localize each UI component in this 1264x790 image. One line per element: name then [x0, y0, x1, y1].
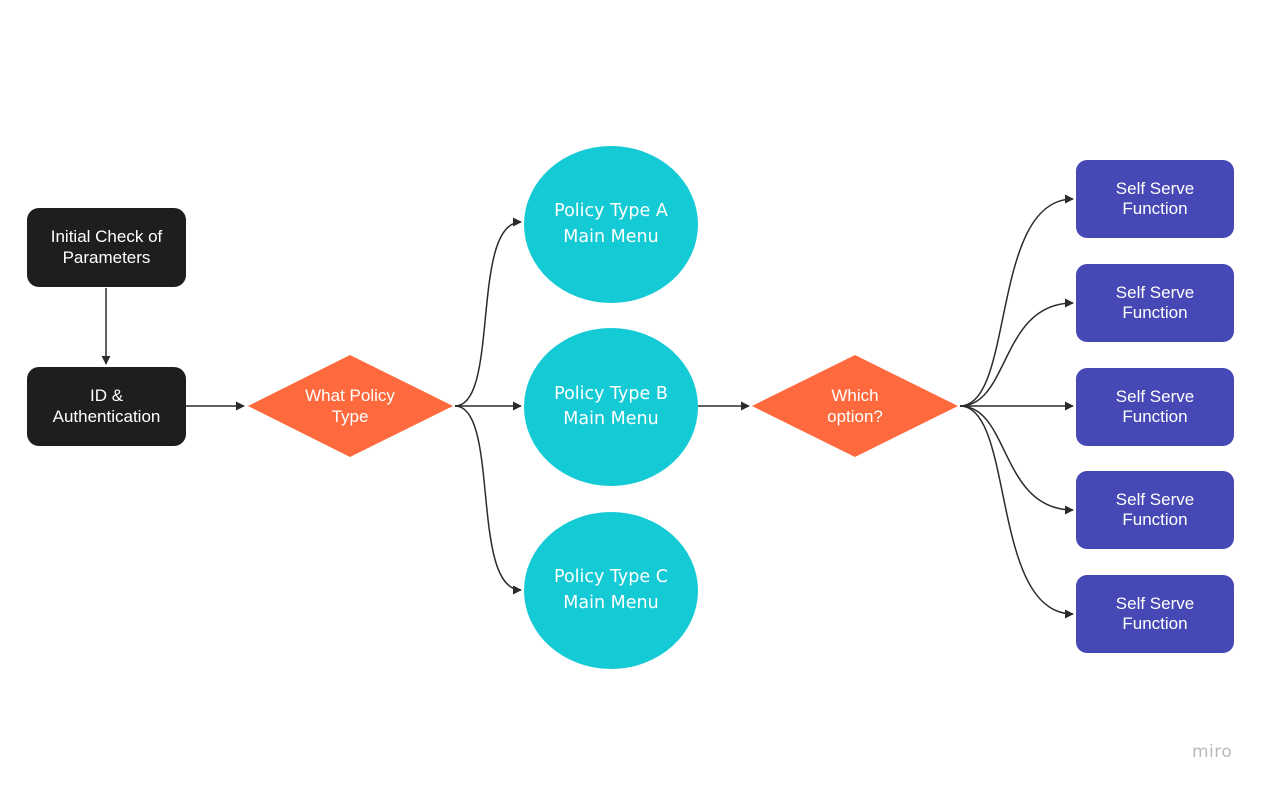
- which-option-label: Which option?: [827, 385, 883, 426]
- edge-what-policy-to-c: [454, 405, 522, 595]
- edge-option-to-ss5: [959, 405, 1074, 619]
- id-authentication-label: ID & Authentication: [52, 386, 161, 426]
- decision-which-option-shape: [752, 355, 958, 457]
- what-policy-decision[interactable]: What Policy Type: [285, 370, 415, 442]
- self-serve-function-label: Self Serve Function: [1115, 282, 1195, 322]
- edge-option-to-ss2: [959, 298, 1074, 407]
- decision-what-policy-shape: [248, 355, 453, 457]
- policy-type-b-label: Policy Type B Main Menu: [554, 383, 668, 429]
- which-option-decision[interactable]: Which option?: [800, 370, 910, 442]
- policy-type-a-node[interactable]: Policy Type A Main Menu: [524, 146, 698, 303]
- self-serve-function-label: Self Serve Function: [1115, 489, 1195, 529]
- self-serve-function-node-2[interactable]: Self Serve Function: [1076, 264, 1234, 342]
- initial-check-node[interactable]: Initial Check of Parameters: [27, 208, 186, 287]
- what-policy-label: What Policy Type: [305, 385, 395, 426]
- self-serve-function-label: Self Serve Function: [1115, 178, 1195, 218]
- policy-type-a-label: Policy Type A Main Menu: [554, 201, 668, 247]
- self-serve-function-node-1[interactable]: Self Serve Function: [1076, 160, 1234, 238]
- id-authentication-node[interactable]: ID & Authentication: [27, 367, 186, 446]
- self-serve-function-node-5[interactable]: Self Serve Function: [1076, 575, 1234, 653]
- policy-type-c-label: Policy Type C Main Menu: [554, 567, 668, 613]
- self-serve-function-label: Self Serve Function: [1115, 386, 1195, 426]
- policy-type-c-node[interactable]: Policy Type C Main Menu: [524, 512, 698, 669]
- self-serve-function-node-4[interactable]: Self Serve Function: [1076, 471, 1234, 549]
- policy-type-b-node[interactable]: Policy Type B Main Menu: [524, 328, 698, 486]
- edge-what-policy-to-a: [454, 217, 522, 407]
- self-serve-function-node-3[interactable]: Self Serve Function: [1076, 368, 1234, 446]
- edge-option-to-ss1: [959, 194, 1074, 407]
- initial-check-label: Initial Check of Parameters: [50, 227, 163, 267]
- miro-watermark: miro: [1192, 742, 1233, 762]
- self-serve-function-label: Self Serve Function: [1115, 593, 1195, 633]
- edge-option-to-ss4: [959, 405, 1074, 515]
